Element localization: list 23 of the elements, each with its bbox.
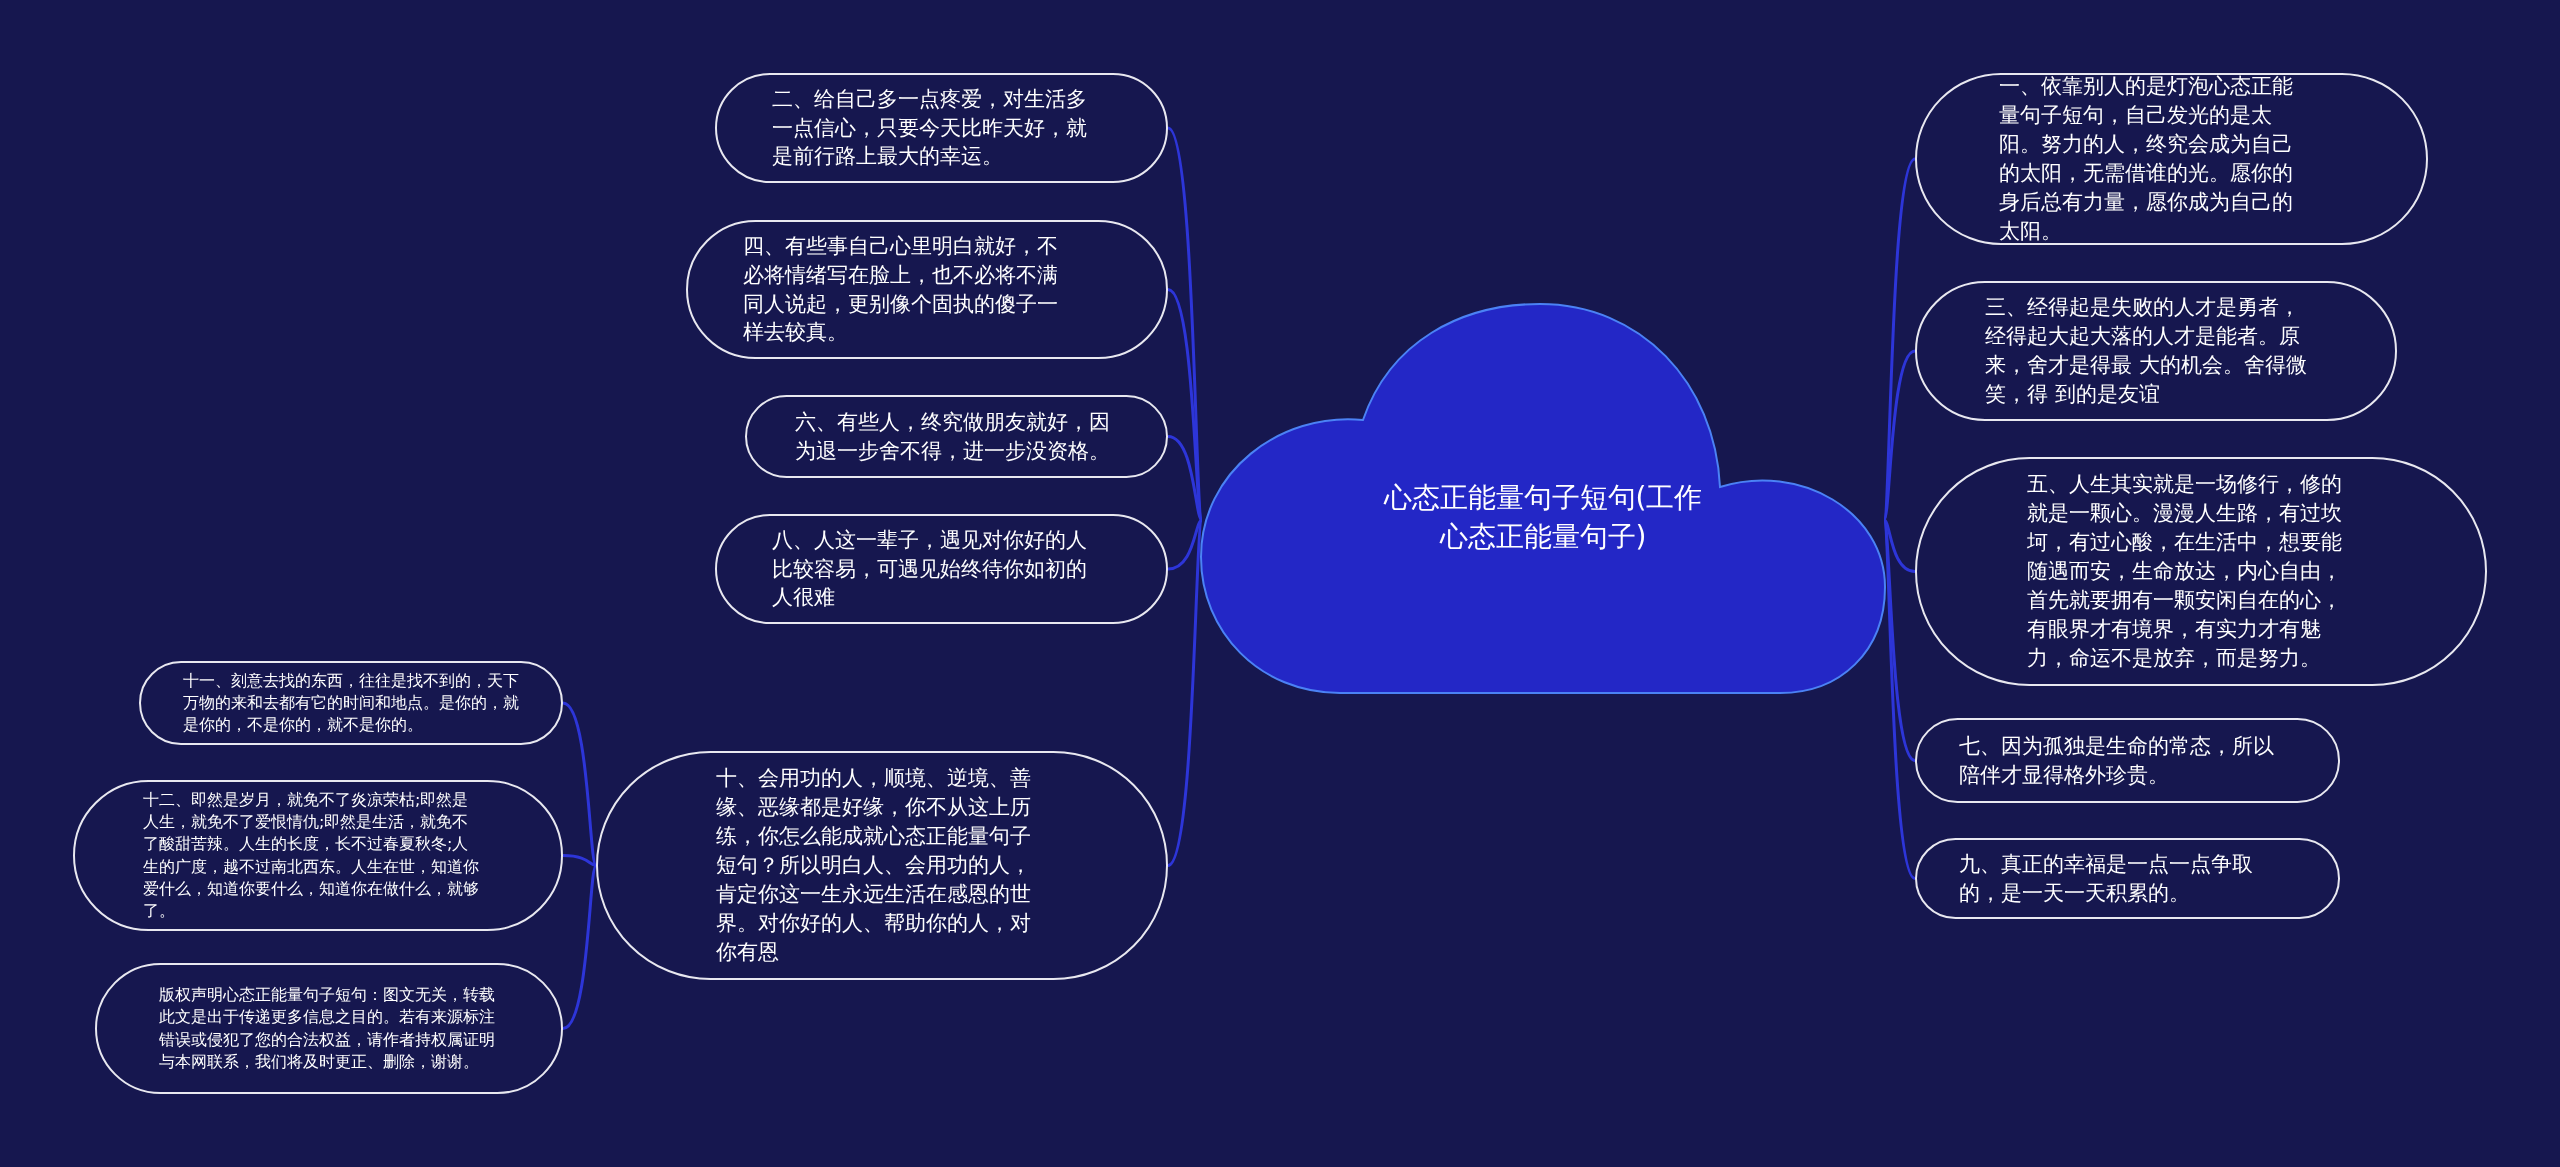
connector-line <box>1882 349 1916 521</box>
quote-text: 七、因为孤独是生命的常态，所以陪伴才显得格外珍贵。 <box>1959 732 2275 789</box>
quote-text: 九、真正的幸福是一点一点争取的，是一天一天积累的。 <box>1959 850 2254 907</box>
quote-text: 三、经得起是失败的人才是勇者，经得起大起大落的人才是能者。原来，舍才是得最 大的机会。舍得微笑，得 到的是友谊 <box>1985 294 2308 408</box>
connector-line <box>1166 519 1204 867</box>
quote-text: 十、会用功的人，顺境、逆境、善缘、恶缘都是好缘，你不从这上历练，你怎么能成就心态正能量句子短句？所以明白人、会用功的人，肯定你这一生永远生活在感恩的世界。对你好的人、帮助你的人，对你有恩 <box>716 765 1032 966</box>
quote-text: 十二、即然是岁月，就免不了炎凉荣枯;即然是人生，就免不了爱恨情仇;即然是生活，就免不了酸甜苦辣。人生的长度，长不过春夏秋冬;人生的广度，越不过南北西东。人生在世，知道你爱什么，知道你要什么，知道你在做什么，就够了。 <box>143 789 480 922</box>
connector-line <box>1167 288 1204 521</box>
cloud-shape <box>1200 302 1886 694</box>
quote-text: 五、人生其实就是一场修行，修的就是一颗心。漫漫人生路，有过坎坷，有过心酸，在生活中，想要能随遇而安，生命放达，内心自由，首先就要拥有一颗安闲自在的心，有眼界才有境界，有实力才有魅力，命运不是放弃，而是努力。 <box>2027 471 2343 672</box>
quote-text: 八、人这一辈子，遇见对你好的人比较容易，可遇见始终待你如初的人很难 <box>772 526 1088 612</box>
connector-line <box>562 854 597 867</box>
connector-line <box>1167 518 1203 571</box>
connector-line <box>562 864 598 1030</box>
connector-line <box>562 701 598 867</box>
quote-text: 一、依靠别人的是灯泡心态正能量句子短句，自己发光的是太阳。努力的人，终究会成为自己的太阳，无需借谁的光。愿你的身后总有力量，愿你成为自己的太阳。 <box>1999 73 2294 245</box>
quote-text: 四、有些事自己心里明白就好，不必将情绪写在脸上，也不必将不满同人说起，更别像个固执的傻子一样去较真。 <box>743 232 1059 347</box>
quote-text: 版权声明心态正能量句子短句：图文无关，转载此文是出于传递更多信息之目的。若有来源标注错误或侵犯了您的合法权益，请作者持权属证明与本网联系，我们将及时更正、删除，谢谢。 <box>159 984 496 1073</box>
connector-line <box>1882 519 1917 880</box>
central-topic: 心态正能量句子短句(工作心态正能量句子) <box>1382 480 1704 555</box>
quote-text: 六、有些人，终究做朋友就好，因为退一步舍不得，进一步没资格。 <box>795 408 1111 465</box>
quote-text: 二、给自己多一点疼爱，对生活多一点信心，只要今天比昨天好，就是前行路上最大的幸运。 <box>772 85 1088 171</box>
quote-text: 十一、刻意去找的东西，往往是找不到的，天下万物的来和去都有它的时间和地点。是你的，就是你的，不是你的，就不是你的。 <box>183 669 520 737</box>
